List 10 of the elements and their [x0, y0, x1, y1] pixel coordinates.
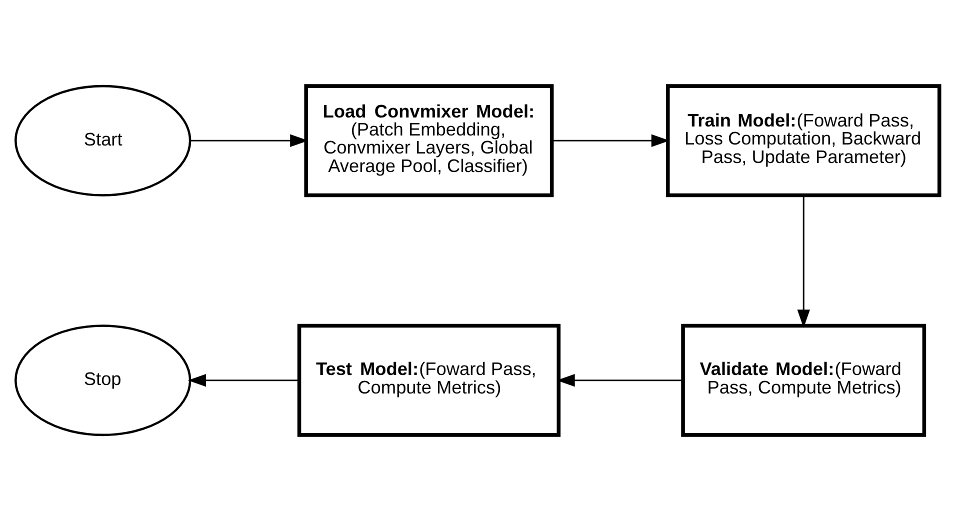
node-ellipse: Start — [14, 84, 191, 196]
node-box: Train Model:(Foward Pass, Loss Computation, Backward Pass, Update Parameter) — [665, 84, 941, 197]
arrow — [556, 373, 682, 386]
node-box: Load Convmixer Model: (Patch Embedding, Convmixer Layers, Global Average Pool, Classifier) — [304, 84, 554, 197]
arrow — [796, 195, 810, 328]
arrow — [187, 373, 298, 386]
node-box: Test Model:(Foward Pass, Compute Metrics) — [296, 323, 560, 436]
node-ellipse: Stop — [14, 324, 191, 436]
arrow — [190, 134, 308, 147]
node-box: Validate Model:(Foward Pass, Compute Metrics) — [680, 323, 926, 436]
